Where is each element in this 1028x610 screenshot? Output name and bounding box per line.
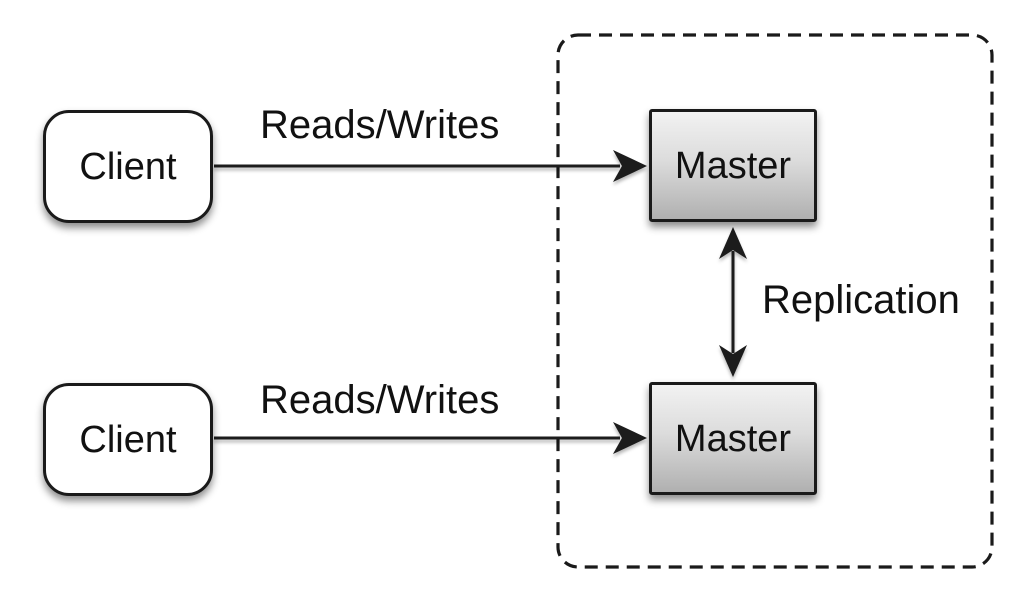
master-node-bottom: Master: [649, 382, 817, 495]
reads-writes-top-label: Reads/Writes: [260, 103, 500, 147]
reads-writes-bottom-label: Reads/Writes: [260, 378, 500, 422]
reads-writes-bottom-arrowhead: [613, 422, 647, 454]
client-node-bottom: Client: [43, 383, 213, 496]
replication-arrowhead-up: [719, 227, 747, 259]
client-node-top-label: Client: [79, 145, 177, 188]
replication-label: Replication: [762, 278, 960, 322]
master-node-bottom-label: Master: [674, 417, 792, 460]
master-node-top: Master: [649, 109, 817, 222]
replication-arrowhead-down: [719, 345, 747, 377]
client-node-bottom-label: Client: [79, 418, 177, 461]
master-node-top-label: Master: [674, 144, 792, 187]
reads-writes-top-arrowhead: [613, 150, 647, 182]
master-group-dashed-border: [556, 33, 994, 569]
client-node-top: Client: [43, 110, 213, 223]
